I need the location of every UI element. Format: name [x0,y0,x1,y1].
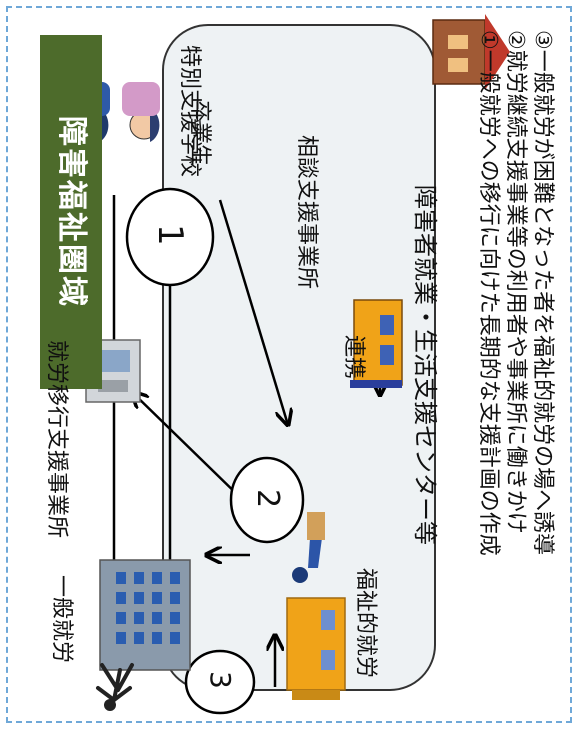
region-label: 障害福祉圏域 [40,35,102,389]
transition-office-label: 就労移行支援事業所 [44,340,69,539]
general-employment-label: 一般就労 [49,575,74,664]
workshop-icon [286,597,346,700]
marker-3-number: 3 [204,671,237,689]
marker-1-number: 1 [150,224,190,246]
marker-2-number: 2 [250,489,285,509]
arrow-school-to-welfare [218,199,288,425]
arrow-m2-to-transition-office [132,392,248,505]
walking-person-icon [96,663,134,711]
description-3: ③一般就労が困難となった者を福祉的就労の場へ誘導 [530,30,555,556]
welfare-employment-label: 福祉的就労 [353,568,378,679]
school-graduates-label-line2: 卒業生 [187,100,212,167]
marker-3-oval [184,649,256,715]
dashed-frame [6,6,572,723]
marker-1-oval [125,187,215,287]
office-building-icon [99,559,191,671]
consultation-office-icon [432,14,510,90]
support-center-label: 障害者就業・生活支援センター等 [411,185,439,545]
consultation-office-label: 相談支援事業所 [294,135,319,290]
marker-2-oval [229,456,305,544]
worker-icon [292,512,325,583]
link-label: 連携 [341,335,366,380]
support-center-building-icon [350,299,403,388]
